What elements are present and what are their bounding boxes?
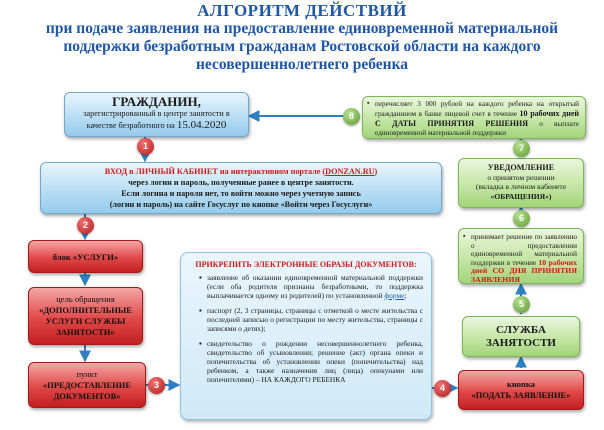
documents-list: заявление об оказании единовременной мат…	[199, 273, 423, 384]
step-badge-4: 4	[434, 380, 451, 397]
documents-panel: ПРИКРЕПИТЬ ЭЛЕКТРОННЫЕ ОБРАЗЫ ДОКУМЕНТОВ…	[180, 252, 432, 420]
step-badge-7: 7	[513, 140, 530, 157]
appeals-tab[interactable]: «ОБРАЩЕНИЯ»)	[490, 191, 552, 201]
services-block-box: блок «УСЛУГИ»	[28, 240, 143, 273]
step-badge-2: 2	[77, 217, 94, 234]
services-block-label: блок «УСЛУГИ»	[52, 252, 119, 262]
submit-application-box[interactable]: кнопка «ПОДАТЬ ЗАЯВЛЕНИЕ»	[458, 370, 584, 410]
document-item-application: заявление об оказании единовременной мат…	[199, 273, 423, 300]
submit-application-button[interactable]: «ПОДАТЬ ЗАЯВЛЕНИЕ»	[471, 390, 571, 400]
step-badge-5: 5	[513, 296, 530, 313]
employment-service-box: СЛУЖБА ЗАНЯТОСТИ	[462, 316, 580, 357]
payment-deadline: 10 рабочих дней С ДАТЫ ПРИНЯТИЯ РЕШЕНИЯ	[375, 109, 579, 128]
form-link[interactable]: форме	[384, 291, 405, 300]
document-item-passport: паспорт (2, 3 страницы, страницы с отмет…	[199, 306, 423, 333]
documents-item-box: пункт «ПРЕДОСТАВЛЕНИЕ ДОКУМЕНТОВ»	[28, 362, 146, 408]
decision-box: ▪ принимает решение по заявлению о предо…	[458, 228, 584, 284]
step-badge-8: 8	[343, 108, 360, 125]
purpose-box: цель обращения «ДОПОЛНИТЕЛЬНЫЕ УСЛУГИ СЛ…	[28, 287, 143, 345]
title-line-2: при подаче заявления на предоставление е…	[45, 20, 559, 37]
notification-box: УВЕДОМЛЕНИЕ о принятом решении (вкладка …	[458, 158, 584, 208]
bullet-icon: ▪	[463, 232, 466, 240]
cabinet-line-1: ВХОД в ЛИЧНЫЙ КАБИНЕТ на интерактивном п…	[104, 167, 378, 176]
payment-text: перечисляет 3 000 рублей на каждого ребе…	[375, 100, 579, 118]
documents-heading: ПРИКРЕПИТЬ ЭЛЕКТРОННЫЕ ОБРАЗЫ ДОКУМЕНТОВ…	[195, 260, 417, 269]
registration-date: 15.04.2020	[176, 119, 227, 131]
citizen-line-1: зарегистрированный в центре занятости в	[83, 109, 230, 118]
title-line-3: поддержки безработным гражданам Ростовск…	[63, 38, 541, 55]
document-item-birth-certificate: свидетельство о рождении несовершеннолет…	[199, 339, 423, 384]
cabinet-line-4: (логин и пароль) на сайте Госуслуг по кн…	[109, 200, 373, 209]
citizen-box: ГРАЖДАНИН, зарегистрированный в центре з…	[64, 92, 249, 137]
citizen-heading: ГРАЖДАНИН,	[112, 94, 201, 109]
step-badge-6: 6	[513, 210, 530, 227]
title-line-4: несовершеннолетнего ребенка	[195, 56, 409, 73]
citizen-line-2: качестве безработного на 15.04.2020	[86, 119, 227, 131]
step-badge-3: 3	[148, 377, 165, 394]
bullet-icon: ▪	[367, 99, 370, 107]
cabinet-box: ВХОД в ЛИЧНЫЙ КАБИНЕТ на интерактивном п…	[40, 162, 442, 214]
title-line-1: АЛГОРИТМ ДЕЙСТВИЙ	[197, 1, 407, 20]
cabinet-line-3: Если логина и пароля нет, то войти можно…	[121, 189, 361, 198]
decision-text: принимает решение по заявлению о предост…	[471, 233, 577, 267]
page-title: АЛГОРИТМ ДЕЙСТВИЙ при подаче заявления н…	[0, 2, 604, 74]
portal-link[interactable]: DONZAN.RU	[325, 167, 375, 176]
step-badge-1: 1	[137, 138, 154, 155]
cabinet-line-2: через логин и пароль, полученные ранее в…	[128, 178, 354, 187]
decision-deadline: 10 рабочих дней СО ДНЯ ПРИНЯТИЯ ЗАЯВЛЕНИ…	[471, 257, 578, 284]
payment-box: ▪ перечисляет 3 000 рублей на каждого ре…	[362, 96, 586, 139]
